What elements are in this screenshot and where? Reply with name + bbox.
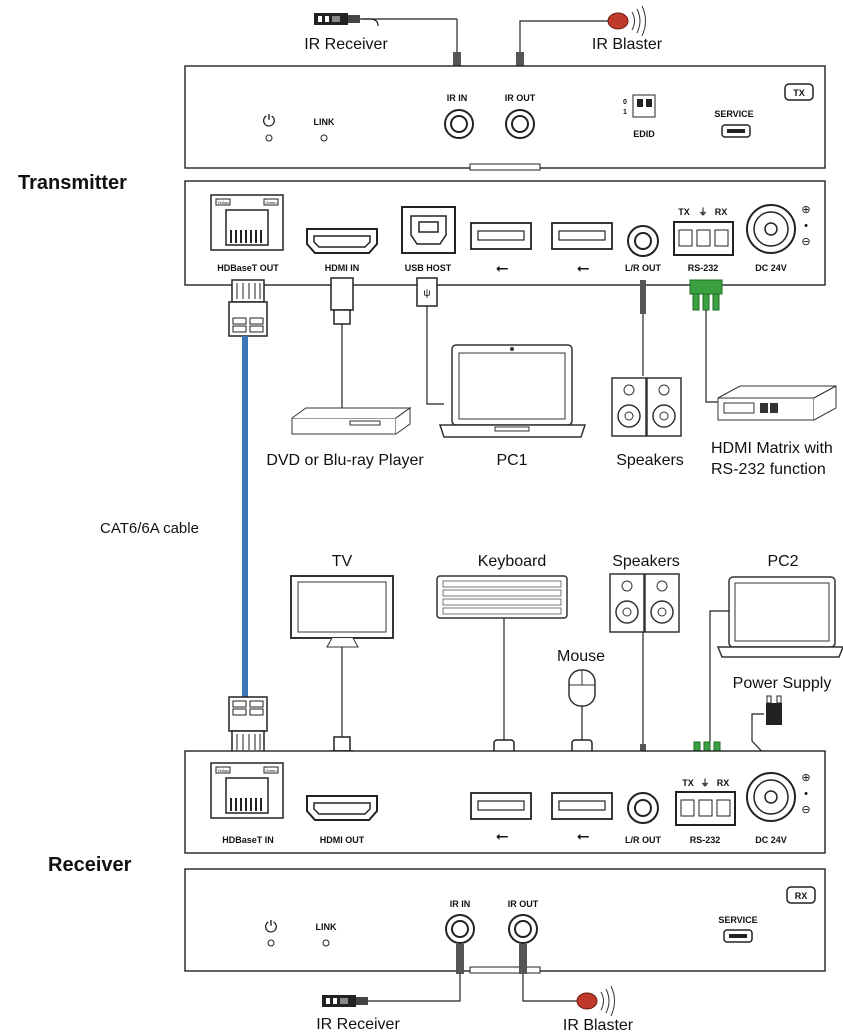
ir-in-plug-bottom <box>456 944 464 974</box>
usb-b-plug-tx: ψ <box>416 277 444 405</box>
service-label-tx: SERVICE <box>714 109 753 119</box>
green-led-tx: Green <box>265 200 276 205</box>
rj45-plug-rx <box>228 696 268 754</box>
dvd-player <box>291 407 412 435</box>
speakers-rx <box>609 573 680 633</box>
link-label-tx: LINK <box>314 117 335 127</box>
ir-receiver-top <box>314 13 458 52</box>
rj45-plug-tx <box>228 279 268 337</box>
polarity-plus-tx: ⊕ <box>801 204 810 216</box>
power-icon-tx: ⏻ <box>263 113 276 130</box>
polarity-dot-tx: • <box>804 220 808 232</box>
speakers-label-tx: Speakers <box>616 452 684 469</box>
dvd-label: DVD or Blu-ray Player <box>266 452 424 469</box>
tv-label: TV <box>332 553 353 570</box>
speakers-tx <box>611 377 682 437</box>
ground-icon-tx: ⏚ <box>698 207 707 217</box>
ir-blaster-top <box>519 5 646 52</box>
power-led-tx <box>265 134 273 142</box>
power-led-rx <box>267 939 275 947</box>
ir-out-label-tx: IR OUT <box>505 93 536 103</box>
link-led-tx <box>320 134 328 142</box>
tx-badge <box>784 83 814 101</box>
yellow-led-tx: Yellow <box>217 200 229 205</box>
mouse <box>568 669 596 707</box>
hdmi-in-label: HDMI IN <box>325 263 360 273</box>
service-label-rx: SERVICE <box>718 915 757 925</box>
transmitter-label: Transmitter <box>18 172 127 194</box>
rx-badge-label: RX <box>795 891 808 901</box>
ir-out-plug-bottom <box>519 944 527 974</box>
edid-label: EDID <box>633 129 655 139</box>
power-icon-rx: ⏻ <box>265 919 278 936</box>
pc1-laptop <box>438 344 587 438</box>
edid-1-label: 1 <box>623 109 627 116</box>
hdmi-plug-tx <box>330 277 354 418</box>
ir-receiver-bottom <box>322 974 461 1007</box>
ir-receiver-label-top: IR Receiver <box>304 36 388 53</box>
svg-text:ψ: ψ <box>423 288 430 299</box>
rs232-label-tx: RS-232 <box>688 263 719 273</box>
ir-blaster-label-top: IR Blaster <box>592 36 663 53</box>
ir-in-label-rx: IR IN <box>450 899 471 909</box>
dc-label-tx: DC 24V <box>755 263 787 273</box>
tx-badge-label: TX <box>793 88 805 98</box>
usb-icon-1-tx: ⭠ <box>496 260 509 277</box>
hdbaset-out-label: HDBaseT OUT <box>217 263 279 273</box>
rx-rear-panel: Yellow Green HDBaseT IN HDMI OUT ⭠ ⭠ L/R… <box>184 750 826 854</box>
matrix-label-2: RS-232 function <box>711 461 826 478</box>
link-led-rx <box>322 939 330 947</box>
receiver-label: Receiver <box>48 854 132 876</box>
power-supply <box>751 695 782 761</box>
ir-blaster-label-bottom: IR Blaster <box>563 1017 634 1034</box>
hdmi-out-label: HDMI OUT <box>320 835 365 845</box>
polarity-dot-rx: • <box>804 788 808 800</box>
rs232-terminal-tx <box>689 279 723 403</box>
ground-icon-rx: ⏚ <box>700 778 709 788</box>
pc1-label: PC1 <box>496 452 527 469</box>
pc2-laptop <box>716 576 843 658</box>
usb-icon-2-rx: ⭠ <box>577 828 590 845</box>
lr-out-label-tx: L/R OUT <box>625 263 661 273</box>
yellow-led-rx: Yellow <box>217 768 229 773</box>
tx-rear-panel: Yellow Green HDBaseT OUT HDMI IN USB HOS… <box>184 180 826 286</box>
hdbaset-in-label: HDBaseT IN <box>222 835 274 845</box>
polarity-plus-rx: ⊕ <box>801 772 810 784</box>
rx-front-panel: ⏻ LINK IR IN IR OUT SERVICE RX <box>184 868 826 974</box>
rs232-tx-label-rx: TX <box>682 778 694 788</box>
mouse-label: Mouse <box>557 648 605 665</box>
usb-host-label: USB HOST <box>405 263 452 273</box>
speakers-label-rx: Speakers <box>612 553 680 570</box>
polarity-minus-tx: ⊖ <box>801 236 810 248</box>
keyboard-label: Keyboard <box>478 553 547 570</box>
polarity-minus-rx: ⊖ <box>801 804 810 816</box>
dc-label-rx: DC 24V <box>755 835 787 845</box>
pc2-label: PC2 <box>767 553 798 570</box>
ir-out-label-rx: IR OUT <box>508 899 539 909</box>
lr-out-label-rx: L/R OUT <box>625 835 661 845</box>
rx-badge <box>786 886 816 904</box>
power-supply-label: Power Supply <box>733 675 832 692</box>
rs232-tx-label-tx: TX <box>678 207 690 217</box>
usb-icon-2-tx: ⭠ <box>577 260 590 277</box>
lr-plug-tx <box>640 280 646 376</box>
hdmi-matrix <box>717 385 837 421</box>
usb-icon-1-rx: ⭠ <box>496 828 509 845</box>
edid-0-label: 0 <box>623 99 627 106</box>
keyboard <box>436 575 568 619</box>
ir-receiver-label-bottom: IR Receiver <box>316 1016 400 1033</box>
ir-blaster-bottom <box>522 974 615 1017</box>
rs232-rx-label-rx: RX <box>717 778 730 788</box>
rs232-rx-label-tx: RX <box>715 207 728 217</box>
link-label-rx: LINK <box>316 922 337 932</box>
tv <box>290 575 394 648</box>
matrix-label-1: HDMI Matrix with <box>711 440 833 457</box>
green-led-rx: Green <box>265 768 276 773</box>
rs232-label-rx: RS-232 <box>690 835 721 845</box>
cable-label: CAT6/6A cable <box>100 520 199 537</box>
ir-in-label-tx: IR IN <box>447 93 468 103</box>
tx-front-panel: ⏻ LINK IR IN IR OUT 0 1 EDID SERVICE TX <box>184 65 826 171</box>
